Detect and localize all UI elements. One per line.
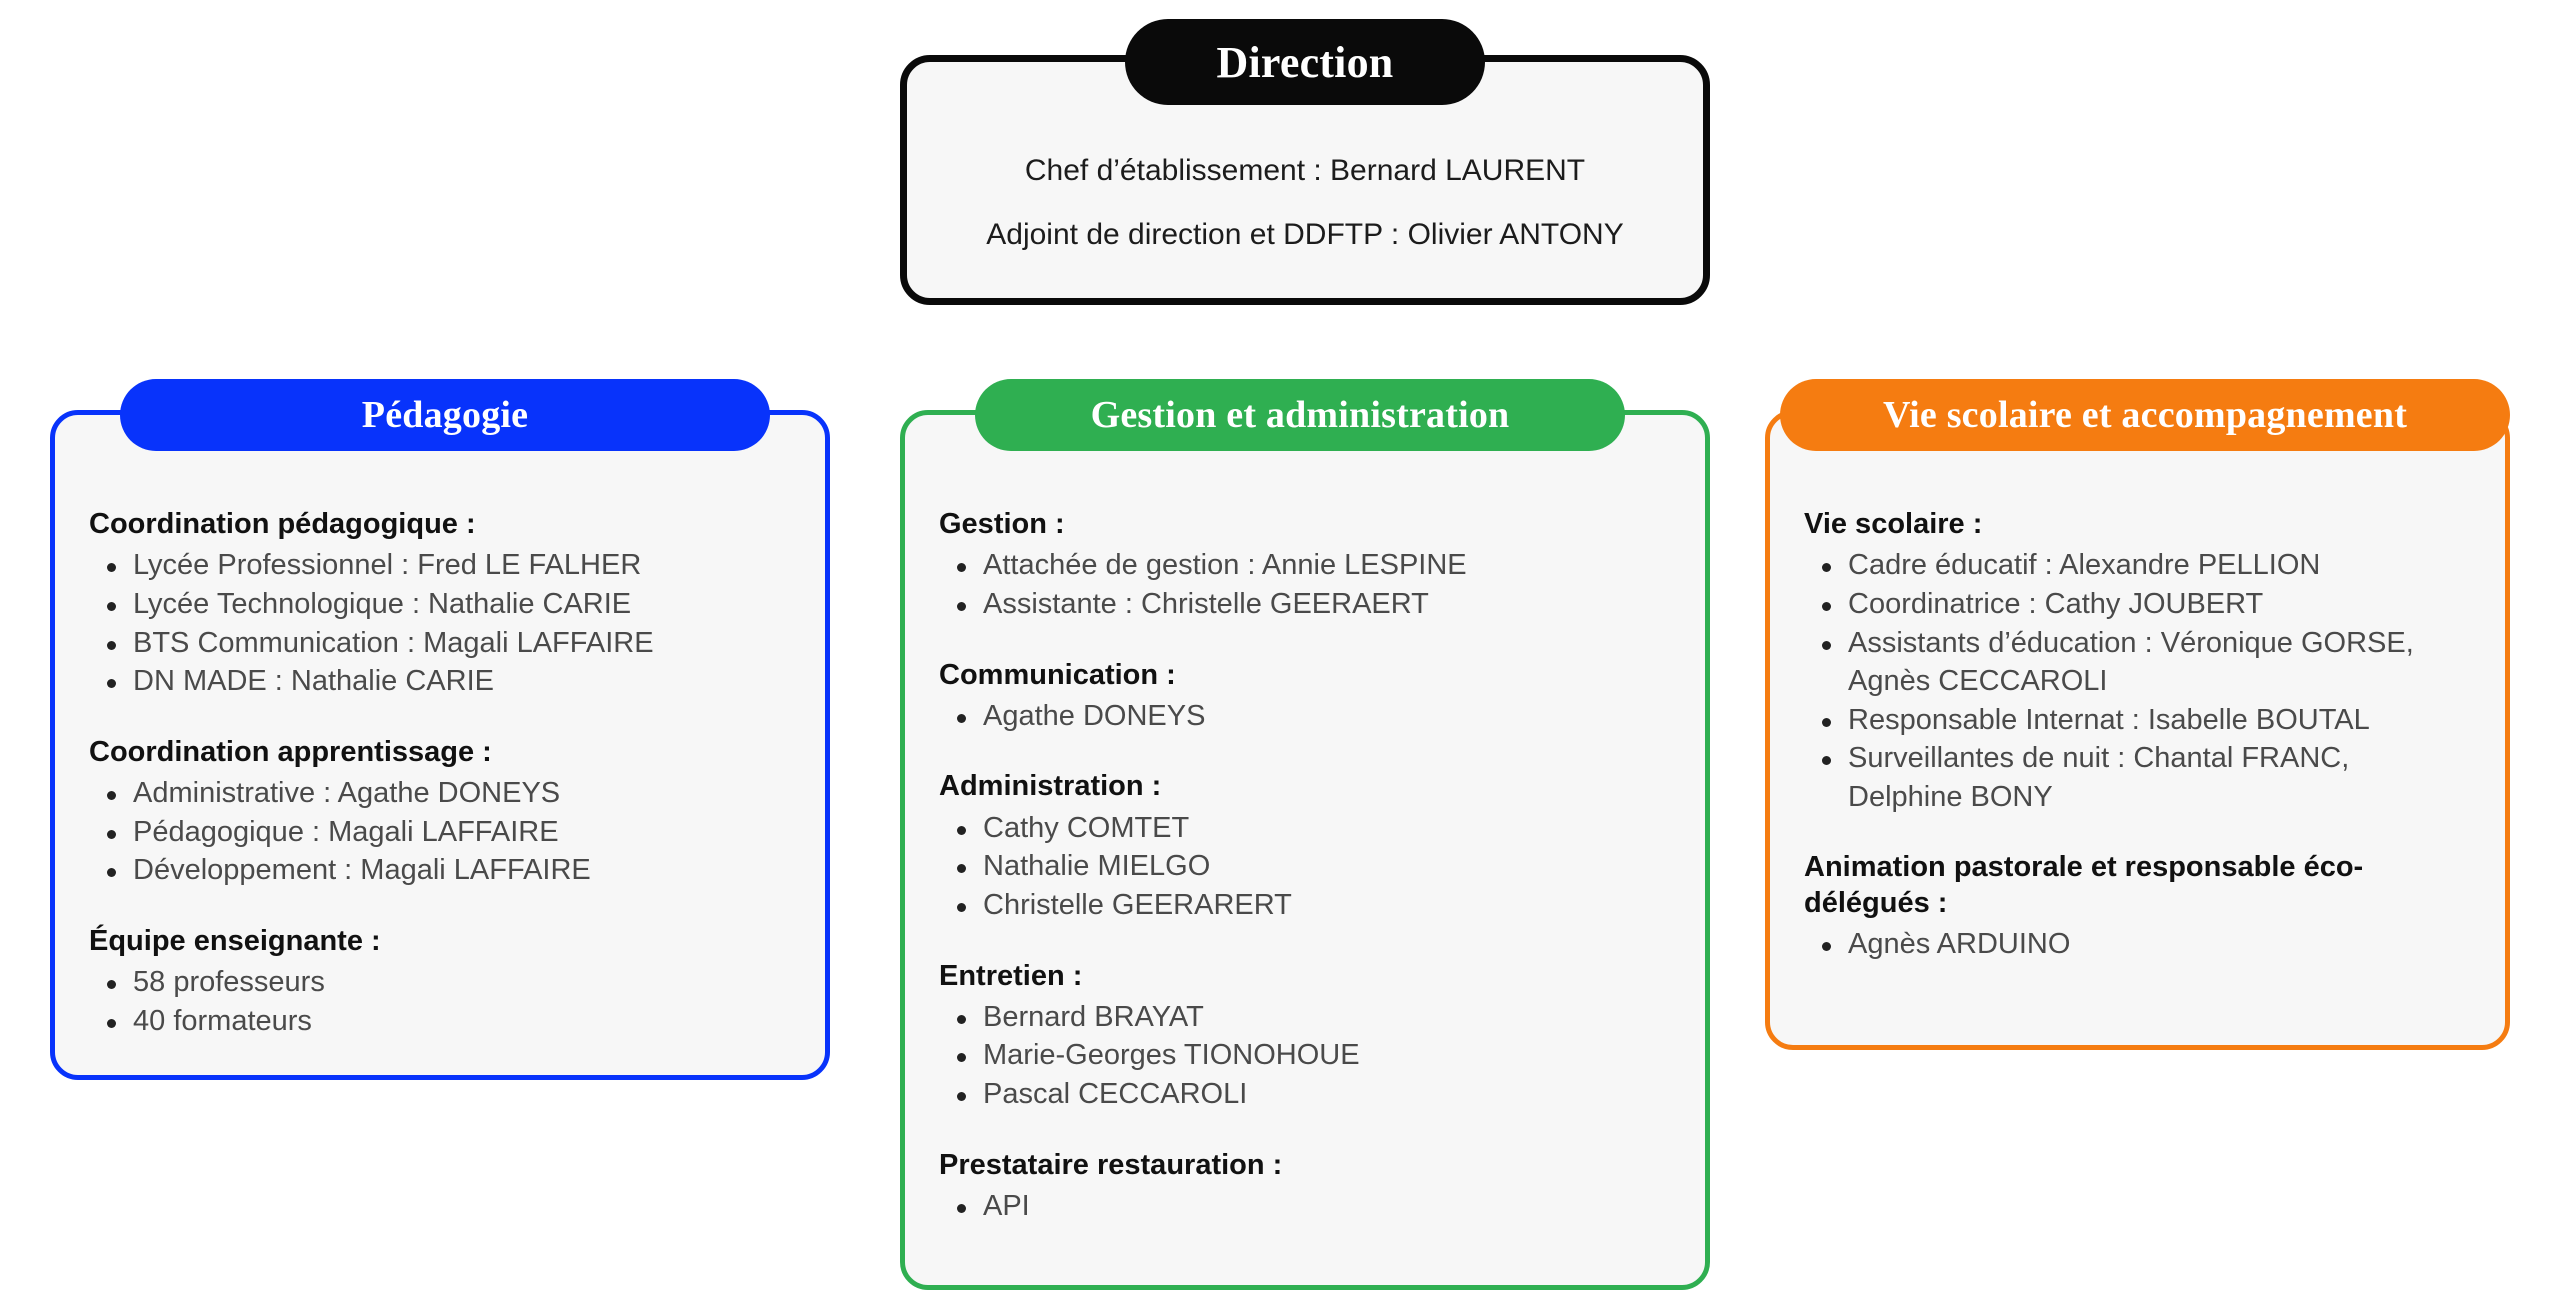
direction-title-badge: Direction (1125, 19, 1485, 105)
list-item: Surveillantes de nuit : Chantal FRANC, D… (1822, 739, 2471, 816)
list-item: Pascal CECCAROLI (957, 1075, 1671, 1114)
vie-scolaire-content: Vie scolaire : Cadre éducatif : Alexandr… (1770, 487, 2505, 964)
direction-line: Chef d’établissement : Bernard LAURENT (1024, 154, 1586, 187)
list-item: DN MADE : Nathalie CARIE (107, 662, 791, 701)
vie-scolaire-title: Vie scolaire et accompagnement (1882, 394, 2408, 436)
list-item: Administrative : Agathe DONEYS (107, 774, 791, 813)
group-prestataire-restauration: Prestataire restauration : API (939, 1148, 1671, 1226)
group-heading: Gestion : (939, 508, 1065, 540)
group-list: Cathy COMTET Nathalie MIELGO Christelle … (939, 809, 1671, 925)
list-item: Assistants d’éducation : Véronique GORSE… (1822, 624, 2471, 701)
group-heading: Animation pastorale et responsable éco-d… (1804, 851, 2364, 919)
group-animation-pastorale: Animation pastorale et responsable éco-d… (1804, 850, 2471, 963)
gestion-title: Gestion et administration (1090, 394, 1510, 436)
list-item: API (957, 1187, 1671, 1226)
list-item: Christelle GEERARERT (957, 886, 1671, 925)
list-item: BTS Communication : Magali LAFFAIRE (107, 624, 791, 663)
vie-scolaire-title-badge: Vie scolaire et accompagnement (1780, 379, 2510, 451)
list-item: Lycée Technologique : Nathalie CARIE (107, 585, 791, 624)
group-list: Bernard BRAYAT Marie-Georges TIONOHOUE P… (939, 998, 1671, 1114)
list-item: Pédagogique : Magali LAFFAIRE (107, 813, 791, 852)
group-vie-scolaire: Vie scolaire : Cadre éducatif : Alexandr… (1804, 507, 2471, 816)
direction-card: Direction Chef d’établissement : Bernard… (900, 19, 1710, 305)
list-item: Lycée Professionnel : Fred LE FALHER (107, 546, 791, 585)
group-coordination-apprentissage: Coordination apprentissage : Administrat… (89, 735, 791, 890)
group-heading: Communication : (939, 658, 1176, 691)
group-heading: Équipe enseignante : (89, 924, 381, 957)
vie-scolaire-card: Vie scolaire et accompagnement Vie scola… (1765, 379, 2510, 1050)
gestion-title-badge: Gestion et administration (975, 379, 1625, 451)
pedagogie-title-badge: Pédagogie (120, 379, 770, 451)
direction-content: Chef d’établissement : Bernard LAURENT A… (907, 154, 1703, 252)
group-heading: Vie scolaire : (1804, 508, 1983, 540)
pedagogie-title: Pédagogie (361, 394, 529, 436)
list-item: Cathy COMTET (957, 809, 1671, 848)
list-item: Attachée de gestion : Annie LESPINE (957, 546, 1671, 585)
list-item: 58 professeurs (107, 963, 791, 1002)
list-item: Développement : Magali LAFFAIRE (107, 851, 791, 890)
group-list: API (939, 1187, 1671, 1226)
list-item: Responsable Internat : Isabelle BOUTAL (1822, 701, 2471, 740)
group-gestion: Gestion : Attachée de gestion : Annie LE… (939, 507, 1671, 624)
group-list: Cadre éducatif : Alexandre PELLION Coord… (1804, 546, 2471, 816)
list-item: Agathe DONEYS (957, 697, 1671, 736)
group-heading: Coordination pédagogique : (89, 508, 476, 540)
list-item: Bernard BRAYAT (957, 998, 1671, 1037)
direction-title: Direction (1216, 37, 1394, 87)
direction-line: Adjoint de direction et DDFTP : Olivier … (986, 218, 1624, 251)
list-item: 40 formateurs (107, 1002, 791, 1041)
group-coordination-pedagogique: Coordination pédagogique : Lycée Profess… (89, 507, 791, 701)
group-list: Lycée Professionnel : Fred LE FALHER Lyc… (89, 546, 791, 700)
gestion-administration-card: Gestion et administration Gestion : Atta… (900, 379, 1710, 1290)
group-equipe-enseignante: Équipe enseignante : 58 professeurs 40 f… (89, 924, 791, 1041)
group-heading: Entretien : (939, 959, 1083, 992)
list-item: Assistante : Christelle GEERAERT (957, 585, 1671, 624)
group-list: Agathe DONEYS (939, 697, 1671, 736)
list-item: Cadre éducatif : Alexandre PELLION (1822, 546, 2471, 585)
list-item: Coordinatrice : Cathy JOUBERT (1822, 585, 2471, 624)
pedagogie-card: Pédagogie Coordination pédagogique : Lyc… (50, 379, 830, 1080)
list-item: Agnès ARDUINO (1822, 925, 2471, 964)
group-list: Agnès ARDUINO (1804, 925, 2471, 964)
list-item: Marie-Georges TIONOHOUE (957, 1036, 1671, 1075)
list-item: Nathalie MIELGO (957, 847, 1671, 886)
group-administration: Administration : Cathy COMTET Nathalie M… (939, 769, 1671, 924)
group-list: Attachée de gestion : Annie LESPINE Assi… (939, 546, 1671, 623)
group-heading: Administration : (939, 770, 1162, 803)
group-list: Administrative : Agathe DONEYS Pédagogiq… (89, 774, 791, 890)
group-list: 58 professeurs 40 formateurs (89, 963, 791, 1040)
group-entretien: Entretien : Bernard BRAYAT Marie-Georges… (939, 959, 1671, 1114)
group-heading: Coordination apprentissage : (89, 735, 492, 768)
gestion-content: Gestion : Attachée de gestion : Annie LE… (905, 487, 1705, 1226)
group-heading: Prestataire restauration : (939, 1148, 1283, 1181)
pedagogie-content: Coordination pédagogique : Lycée Profess… (55, 487, 825, 1040)
group-communication: Communication : Agathe DONEYS (939, 658, 1671, 736)
